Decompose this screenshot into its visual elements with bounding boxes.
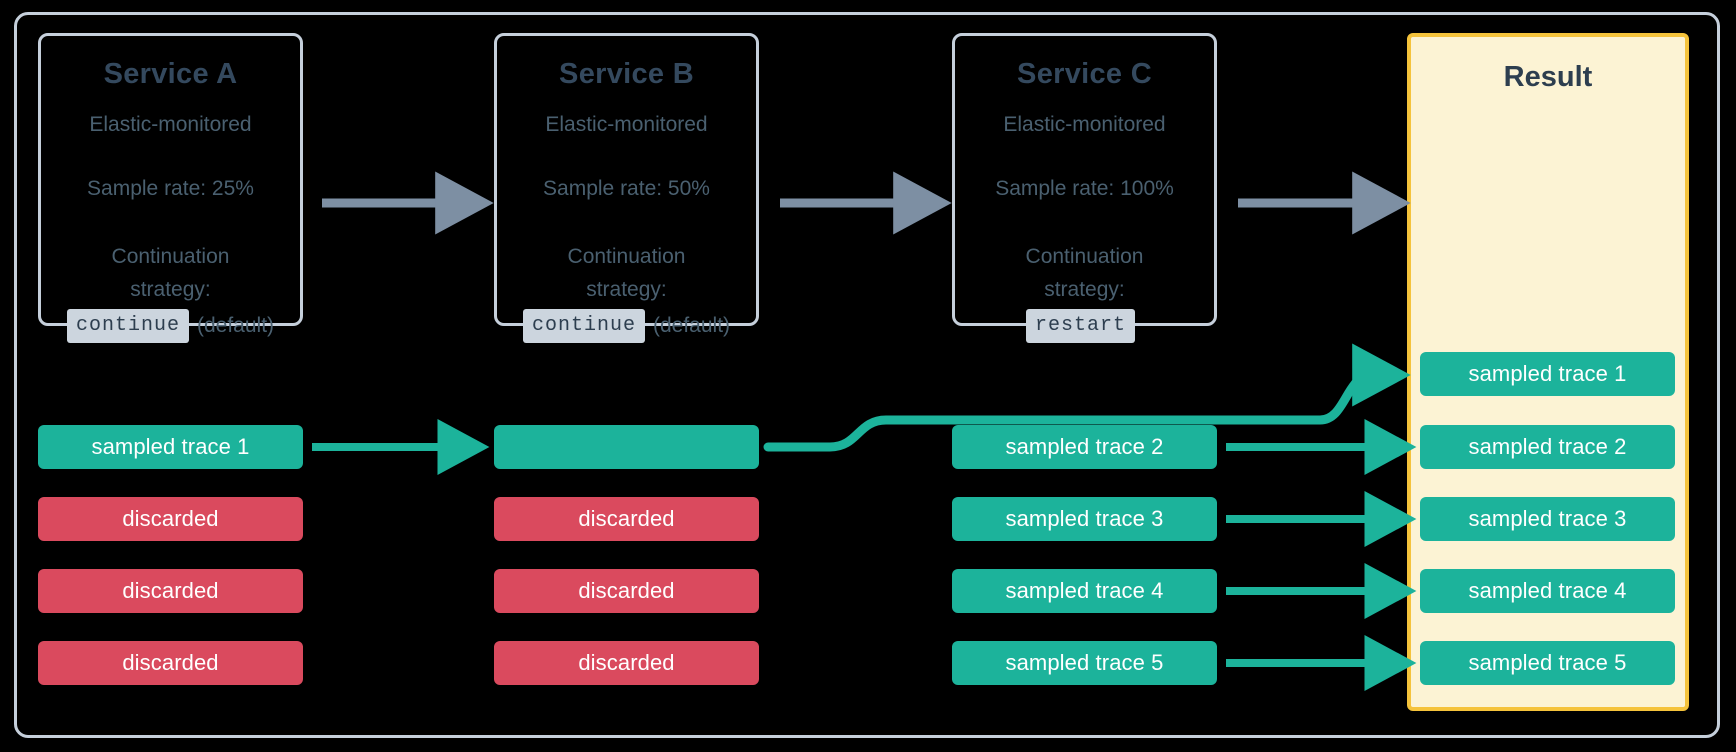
bar-label: sampled trace 1	[1468, 361, 1627, 386]
bar-result-0: sampled trace 1	[1420, 352, 1675, 396]
service-c-strategy-row: restart	[955, 308, 1214, 343]
service-card-c: Service C Elastic-monitored Sample rate:…	[952, 33, 1217, 343]
service-b-strategy-code: continue	[522, 308, 645, 343]
service-b-strategy-label-2: strategy:	[586, 277, 667, 301]
service-b-strategy-note: (default)	[652, 313, 731, 337]
service-c-strategy-label-2: strategy:	[1044, 277, 1125, 301]
service-a-title: Service A	[103, 58, 238, 90]
bar-label: sampled trace 5	[1005, 650, 1164, 675]
bar-result-3: sampled trace 4	[1420, 569, 1675, 613]
service-a-strategy-row: continue (default)	[41, 308, 300, 343]
bar-result-1: sampled trace 2	[1420, 425, 1675, 469]
bar-service-b-3: discarded	[494, 641, 759, 685]
bar-service-a-1: discarded	[38, 497, 303, 541]
bar-service-a-0: sampled trace 1	[38, 425, 303, 469]
bar-label: discarded	[122, 650, 219, 675]
service-card-a: Service A Elastic-monitored Sample rate:…	[38, 33, 303, 343]
bar-label: discarded	[122, 578, 219, 603]
bar-service-a-3: discarded	[38, 641, 303, 685]
bar-service-b-0	[494, 425, 759, 469]
bar-service-c-3: sampled trace 5	[952, 641, 1217, 685]
bar-service-c-0: sampled trace 2	[952, 425, 1217, 469]
bar-label: sampled trace 3	[1005, 506, 1164, 531]
service-a-sample-rate: Sample rate: 25%	[87, 177, 254, 200]
bar-label: discarded	[122, 506, 219, 531]
service-b-subtitle: Elastic-monitored	[545, 113, 708, 136]
service-b-sample-rate: Sample rate: 50%	[543, 177, 710, 200]
service-b-title: Service B	[559, 58, 694, 90]
bar-service-b-2: discarded	[494, 569, 759, 613]
bar-label: sampled trace 2	[1468, 434, 1627, 459]
bar-label: sampled trace 2	[1005, 434, 1164, 459]
bar-label: discarded	[578, 506, 675, 531]
bar-label: sampled trace 1	[91, 434, 250, 459]
bar-label: discarded	[578, 650, 675, 675]
bar-label: sampled trace 4	[1468, 578, 1627, 603]
service-a-strategy-code: continue	[66, 308, 189, 343]
service-a-strategy-note: (default)	[196, 313, 275, 337]
bar-label: sampled trace 3	[1468, 506, 1627, 531]
bar-result-2: sampled trace 3	[1420, 497, 1675, 541]
bar-service-c-1: sampled trace 3	[952, 497, 1217, 541]
service-c-sample-rate: Sample rate: 100%	[995, 177, 1174, 200]
service-c-subtitle: Elastic-monitored	[1003, 113, 1166, 136]
bar-service-a-2: discarded	[38, 569, 303, 613]
bar-service-c-2: sampled trace 4	[952, 569, 1217, 613]
result-title: Result	[1503, 61, 1593, 93]
service-a-subtitle: Elastic-monitored	[89, 113, 252, 136]
service-a-strategy-label-1: Continuation	[111, 245, 230, 268]
bar-label: discarded	[578, 578, 675, 603]
service-a-strategy-label-2: strategy:	[130, 277, 211, 301]
bar-result-4: sampled trace 5	[1420, 641, 1675, 685]
service-c-strategy-code: restart	[1025, 308, 1135, 343]
service-b-strategy-row: continue (default)	[497, 308, 756, 343]
bar-service-b-1: discarded	[494, 497, 759, 541]
service-c-title: Service C	[1017, 58, 1152, 90]
bar-label: sampled trace 4	[1005, 578, 1164, 603]
service-c-strategy-label-1: Continuation	[1025, 245, 1144, 268]
service-b-strategy-label-1: Continuation	[567, 245, 686, 268]
bar-label: sampled trace 5	[1468, 650, 1627, 675]
service-card-b: Service B Elastic-monitored Sample rate:…	[494, 33, 759, 343]
